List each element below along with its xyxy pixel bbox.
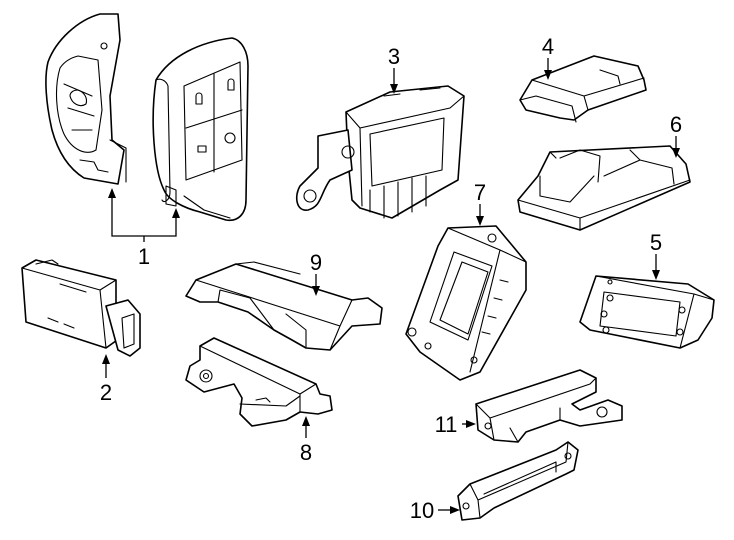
part-1-key-fob-case: [45, 13, 127, 185]
callout-5: 5: [650, 230, 662, 255]
callout-8: 8: [300, 440, 312, 465]
part-10-antenna: [457, 441, 579, 521]
part-4-module: [519, 55, 647, 123]
leader-3: [390, 68, 398, 94]
leader-1: [108, 188, 180, 242]
callout-11: 11: [435, 412, 458, 437]
callout-1: 1: [138, 244, 150, 269]
leader-8: [302, 416, 310, 438]
callout-10: 10: [410, 498, 434, 523]
part-5-module: [579, 275, 715, 349]
part-8-antenna: [185, 337, 333, 427]
callout-9: 9: [310, 250, 322, 275]
part-3-control-module: [295, 85, 465, 219]
part-1-key-fob-transmitter: [152, 37, 249, 222]
leader-11: [462, 420, 476, 428]
part-7-control-module: [405, 225, 527, 381]
callout-2: 2: [100, 380, 112, 405]
part-2-module: [21, 259, 141, 357]
callout-6: 6: [670, 112, 682, 137]
leader-7: [476, 204, 484, 226]
leader-10: [438, 506, 460, 514]
callout-7: 7: [474, 180, 486, 205]
part-6-bracket: [517, 145, 691, 231]
leader-4: [544, 58, 552, 80]
callout-4: 4: [542, 34, 554, 59]
callout-3: 3: [388, 44, 400, 69]
leader-6: [672, 136, 680, 158]
part-11-antenna: [475, 369, 623, 443]
leader-2: [102, 354, 110, 378]
part-9-antenna: [185, 261, 383, 351]
leader-5: [652, 254, 660, 280]
leader-9: [312, 274, 320, 296]
